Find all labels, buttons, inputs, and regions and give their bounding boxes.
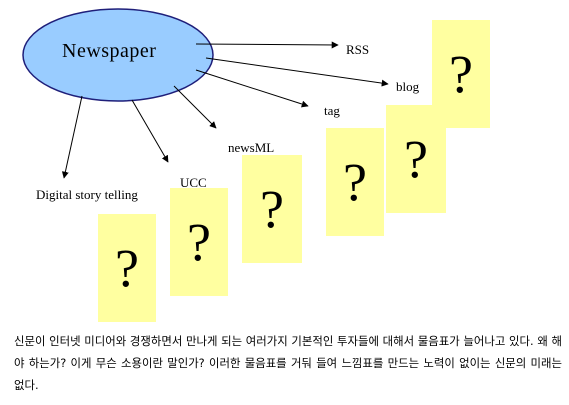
arrow-to-blog (205, 57, 389, 87)
digital-story-label: Digital story telling (36, 187, 138, 202)
ucc-label: UCC (180, 175, 207, 190)
tag-label: tag (324, 103, 340, 118)
rss-label: RSS (346, 42, 370, 57)
arrow-to-ucc (131, 99, 169, 163)
newsml-label: newsML (228, 140, 275, 155)
caption-text: 신문이 인터넷 미디어와 경쟁하면서 만나게 되는 여러가지 기본적인 투자들에… (14, 334, 562, 392)
arrow-to-rss (195, 41, 339, 49)
question-box-extra: ? (98, 214, 156, 322)
newspaper-hub-ellipse (22, 8, 214, 102)
question-box-tag: ? (386, 105, 446, 213)
arrow-to-tag (195, 69, 309, 108)
question-box-ucc: ? (242, 155, 302, 263)
arrow-to-newsml (173, 85, 217, 129)
arrow-to-digital-story (61, 95, 83, 179)
question-box-newsml: ? (326, 128, 384, 236)
newspaper-label: Newspaper (62, 40, 157, 62)
question-box-digital-story: ? (170, 188, 228, 296)
blog-label: blog (396, 79, 420, 94)
